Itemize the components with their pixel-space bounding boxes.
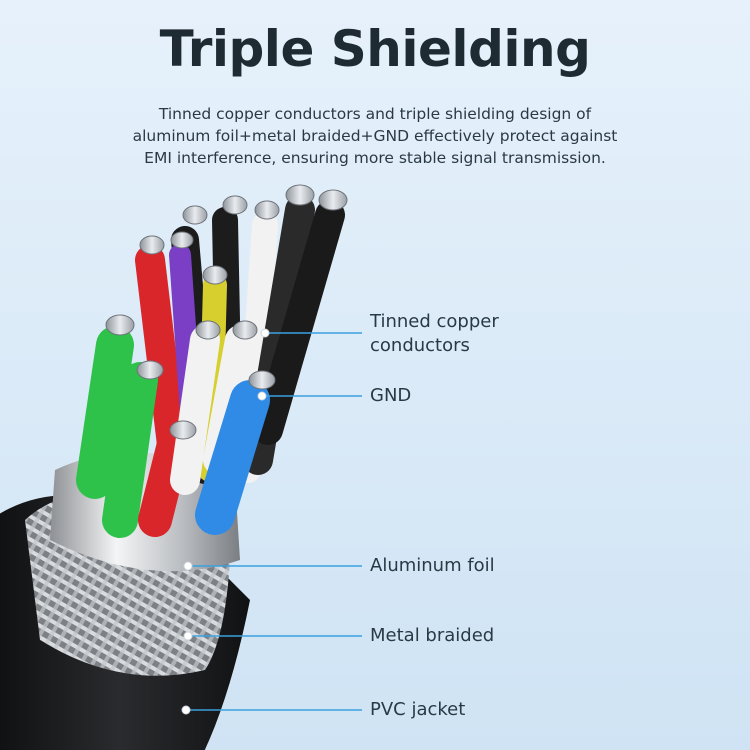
copper-conductor-tips [105, 184, 348, 440]
description-line-1: Tinned copper conductors and triple shie… [158, 105, 592, 123]
callout-tinned-copper-line-2: conductors [370, 335, 470, 356]
callout-tinned-copper-line-1: Tinned copper [370, 311, 499, 332]
callout-lines [186, 332, 362, 711]
callout-aluminum-foil: Aluminum foil [370, 555, 495, 576]
page-title: Triple Shielding [159, 20, 591, 78]
callout-pvc-jacket: PVC jacket [370, 699, 466, 720]
callout-metal-braided: Metal braided [370, 625, 495, 646]
wire-bundle [76, 195, 345, 538]
description-line-2: aluminum foil+metal braided+GND effectiv… [132, 127, 618, 145]
description-line-3: EMI interference, ensuring more stable s… [144, 149, 606, 167]
callout-dots [181, 328, 270, 715]
callout-tinned-copper: Tinned copper conductors [370, 310, 499, 358]
description: Tinned copper conductors and triple shie… [100, 103, 650, 169]
callout-gnd: GND [370, 385, 412, 406]
